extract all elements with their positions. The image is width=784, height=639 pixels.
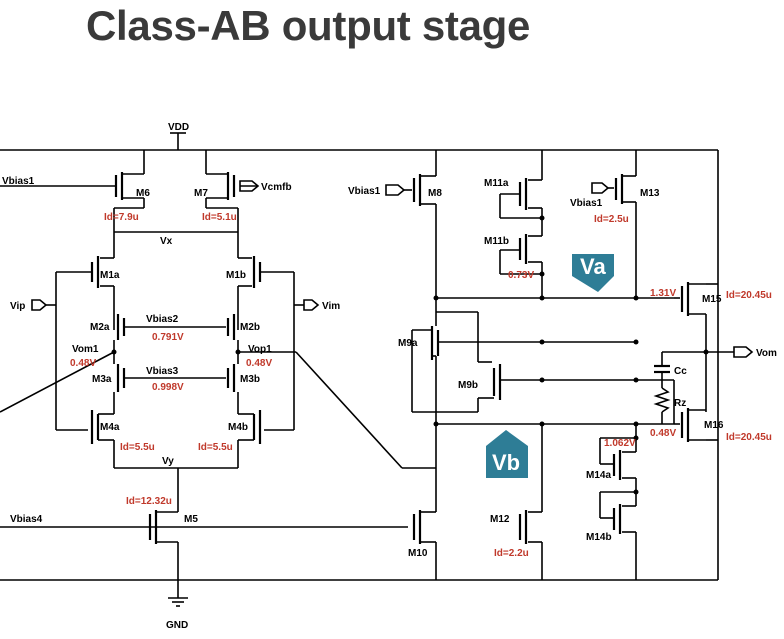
transistor-m16	[674, 408, 718, 442]
v-gate15: 1.31V	[650, 288, 676, 299]
vip-pin	[31, 299, 48, 311]
m6-label: M6	[136, 188, 150, 199]
vbias2-label: Vbias2	[146, 314, 179, 325]
m16-label: M16	[704, 420, 724, 431]
id-m6: Id=7.9u	[104, 212, 139, 223]
transistor-m4b	[237, 398, 295, 468]
vbias1-pin-m13	[591, 182, 610, 194]
m3b-label: M3b	[240, 374, 260, 385]
m7-label: M7	[194, 188, 208, 199]
m8-label: M8	[428, 188, 442, 199]
m14b-label: M14b	[586, 532, 612, 543]
vcmfb-pin	[239, 180, 260, 192]
transistor-m10	[412, 510, 437, 580]
gnd-rail	[0, 150, 719, 607]
m2b-label: M2b	[240, 322, 260, 333]
transistor-m7	[205, 150, 258, 232]
transistor-m9a	[411, 298, 636, 424]
transistor-m3b	[226, 352, 239, 392]
id-m16: Id=20.45u	[726, 432, 772, 443]
m1a-label: M1a	[100, 270, 120, 281]
cc-label: Cc	[674, 366, 687, 377]
m9b-label: M9b	[458, 380, 478, 391]
page-title: Class-AB output stage	[86, 2, 531, 49]
m12-label: M12	[490, 514, 510, 525]
m2a-label: M2a	[90, 322, 110, 333]
net-vom1	[0, 351, 115, 413]
vop1-label: Vop1	[248, 344, 272, 355]
vbias4-label: Vbias4	[10, 514, 43, 525]
vdd-rail	[0, 132, 718, 151]
m4a-label: M4a	[100, 422, 120, 433]
v-m11b: 0.73V	[508, 270, 534, 281]
transistor-m8	[404, 150, 437, 298]
vbias1-pin-m8	[385, 184, 406, 196]
transistor-m13	[608, 150, 637, 298]
m5-label: M5	[184, 514, 198, 525]
vy-label: Vy	[162, 456, 174, 467]
transistor-m11b	[499, 234, 543, 298]
vbias2-value: 0.791V	[152, 332, 184, 343]
m11a-label: M11a	[484, 178, 509, 189]
vdd-label: VDD	[168, 122, 189, 133]
transistor-m11a	[499, 150, 543, 236]
vom1-label: Vom1	[72, 344, 99, 355]
transistor-m15	[674, 282, 718, 412]
transistor-m9b	[477, 361, 674, 412]
resistor-rz	[653, 387, 671, 424]
m13-label: M13	[640, 188, 660, 199]
vbias3-label: Vbias3	[146, 366, 179, 377]
va-label: Va	[580, 254, 606, 279]
m3a-label: M3a	[92, 374, 112, 385]
v-m14a: 1.062V	[604, 438, 636, 449]
m10-label: M10	[408, 548, 428, 559]
transistor-m6	[0, 150, 145, 232]
transistor-m1a	[55, 232, 115, 398]
vbias1-label-m8: Vbias1	[348, 186, 381, 197]
vom-pin	[733, 346, 754, 358]
m11b-label: M11b	[484, 236, 509, 247]
vom1-value: 0.48V	[70, 358, 96, 369]
id-m7: Id=5.1u	[202, 212, 237, 223]
vim-pin	[303, 299, 320, 311]
transistor-m2b	[226, 314, 236, 340]
transistor-m3a	[113, 352, 226, 392]
id-m4a: Id=5.5u	[120, 442, 155, 453]
vim-label: Vim	[322, 301, 340, 312]
m1b-label: M1b	[226, 270, 246, 281]
vx-label: Vx	[160, 236, 173, 247]
transistor-m2a	[116, 314, 226, 340]
gnd-label: GND	[166, 620, 188, 631]
vop1-value: 0.48V	[246, 358, 272, 369]
va-tag: Va	[572, 254, 614, 292]
transistor-m14a	[599, 424, 637, 506]
vip-label: Vip	[10, 301, 25, 312]
v-gate16: 0.48V	[650, 428, 676, 439]
vb-tag: Vb	[486, 430, 528, 478]
vbias1-label-m13: Vbias1	[570, 198, 603, 209]
vom-label: Vom	[756, 348, 777, 359]
m4b-label: M4b	[228, 422, 248, 433]
id-m13: Id=2.5u	[594, 214, 629, 225]
m9a-label: M9a	[398, 338, 418, 349]
vcmfb-label: Vcmfb	[261, 182, 292, 193]
id-m4b: Id=5.5u	[198, 442, 233, 453]
vbias3-value: 0.998V	[152, 382, 184, 393]
transistor-m4a	[55, 398, 115, 468]
id-m12: Id=2.2u	[494, 548, 529, 559]
rz-label: Rz	[674, 398, 686, 409]
transistor-m1b	[237, 232, 295, 398]
vb-label: Vb	[492, 450, 520, 475]
m14a-label: M14a	[586, 470, 611, 481]
capacitor-cc	[654, 351, 706, 388]
id-m5: Id=12.32u	[126, 496, 172, 507]
vbias1-label-left: Vbias1	[2, 176, 35, 187]
m15-label: M15	[702, 294, 722, 305]
transistor-m14b	[599, 491, 637, 580]
transistor-m12	[518, 424, 543, 580]
id-m15: Id=20.45u	[726, 290, 772, 301]
